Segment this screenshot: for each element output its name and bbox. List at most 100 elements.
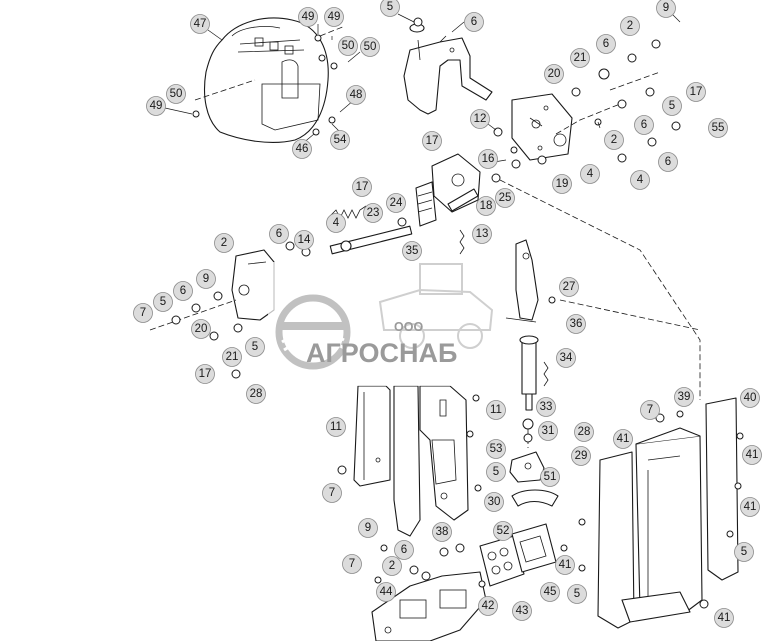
callout-label: 38 xyxy=(436,526,449,538)
callout-label: 50 xyxy=(342,40,355,52)
callout-25: 25 xyxy=(495,188,515,208)
callout-bubble xyxy=(555,555,575,575)
callout-52: 52 xyxy=(493,521,513,541)
callout-bubble xyxy=(376,582,396,602)
callout-bubble xyxy=(222,347,242,367)
callout-40: 40 xyxy=(740,388,760,408)
callout-31: 31 xyxy=(538,421,558,441)
callout-7: 7 xyxy=(133,303,153,323)
callout-label: 39 xyxy=(678,391,691,403)
callout-label: 27 xyxy=(563,281,576,293)
callout-bubble xyxy=(360,37,380,57)
callout-label: 36 xyxy=(570,318,583,330)
callout-bubble xyxy=(640,400,660,420)
callout-45: 45 xyxy=(540,582,560,602)
callout-label: 20 xyxy=(548,68,561,80)
callout-53: 53 xyxy=(486,439,506,459)
callout-bubble xyxy=(484,492,504,512)
part-lower-bracket xyxy=(371,571,487,641)
callout-label: 29 xyxy=(575,450,588,462)
callout-54: 54 xyxy=(330,130,350,150)
part-14-rod xyxy=(329,225,413,255)
callout-bubble xyxy=(298,7,318,27)
callout-46: 46 xyxy=(292,139,312,159)
callout-20: 20 xyxy=(544,64,564,84)
callout-label: 41 xyxy=(718,612,731,624)
callout-label: 5 xyxy=(387,1,393,13)
callout-6: 6 xyxy=(269,224,289,244)
callout-4: 4 xyxy=(580,164,600,184)
callout-bubble xyxy=(552,174,572,194)
callout-27: 27 xyxy=(559,277,579,297)
callout-label: 41 xyxy=(746,449,759,461)
callout-2: 2 xyxy=(620,16,640,36)
part-36-spring xyxy=(543,361,549,387)
callout-label: 18 xyxy=(480,200,493,212)
part-25-spring xyxy=(329,205,367,219)
callout-28: 28 xyxy=(246,384,266,404)
callout-bubble xyxy=(246,384,266,404)
callout-bubble xyxy=(570,48,590,68)
callout-label: 33 xyxy=(540,401,553,413)
callout-label: 20 xyxy=(195,323,208,335)
callout-5: 5 xyxy=(662,96,682,116)
callout-label: 5 xyxy=(741,546,747,558)
callout-label: 9 xyxy=(203,273,209,285)
callout-17: 17 xyxy=(195,364,215,384)
watermark: ООО АГРОСНАБ xyxy=(268,262,498,386)
callout-30: 30 xyxy=(484,492,504,512)
callout-label: 7 xyxy=(349,558,355,570)
callout-bubble xyxy=(386,193,406,213)
callout-label: 44 xyxy=(380,586,393,598)
callout-19: 19 xyxy=(552,174,572,194)
callout-bubble xyxy=(153,292,173,312)
callout-bubble xyxy=(476,196,496,216)
part-40-frame xyxy=(597,427,703,629)
callout-bubble xyxy=(559,277,579,297)
callout-5: 5 xyxy=(486,462,506,482)
callout-2: 2 xyxy=(382,556,402,576)
callout-bubble xyxy=(322,483,342,503)
callout-label: 6 xyxy=(180,285,186,297)
part-47-hood xyxy=(194,17,346,143)
callout-20: 20 xyxy=(191,319,211,339)
callout-bubble xyxy=(214,233,234,253)
part-39-panel xyxy=(705,397,739,581)
callout-label: 2 xyxy=(627,20,633,32)
callout-label: 2 xyxy=(389,560,395,572)
callout-2: 2 xyxy=(604,130,624,150)
callout-17: 17 xyxy=(686,82,706,102)
callout-bubble xyxy=(486,462,506,482)
watermark-company-name: АГРОСНАБ xyxy=(306,338,457,368)
callout-bubble xyxy=(486,439,506,459)
callout-38: 38 xyxy=(432,522,452,542)
callout-11: 11 xyxy=(486,400,506,420)
callout-bubble xyxy=(363,203,383,223)
callout-bubble xyxy=(478,149,498,169)
callout-bubble xyxy=(292,139,312,159)
callout-6: 6 xyxy=(658,152,678,172)
part-main-frame xyxy=(393,385,469,537)
callout-bubble xyxy=(472,224,492,244)
callout-49: 49 xyxy=(324,7,344,27)
part-52-channel xyxy=(353,385,391,487)
callout-bubble xyxy=(294,230,314,250)
callout-label: 54 xyxy=(334,134,347,146)
callout-label: 7 xyxy=(329,487,335,499)
callout-9: 9 xyxy=(358,518,378,538)
callout-bubble xyxy=(190,14,210,34)
callout-2: 2 xyxy=(214,233,234,253)
callout-label: 4 xyxy=(333,217,340,229)
callout-bubble xyxy=(470,109,490,129)
callout-bubble xyxy=(326,417,346,437)
callout-label: 41 xyxy=(559,559,572,571)
callout-bubble xyxy=(464,12,484,32)
part-35-spring xyxy=(459,229,465,255)
callout-label: 17 xyxy=(690,86,703,98)
part-13-bracket xyxy=(231,249,275,321)
callout-41: 41 xyxy=(740,497,760,517)
callout-41: 41 xyxy=(714,608,734,628)
callout-bubble xyxy=(567,584,587,604)
callout-7: 7 xyxy=(342,554,362,574)
callout-label: 42 xyxy=(482,600,495,612)
